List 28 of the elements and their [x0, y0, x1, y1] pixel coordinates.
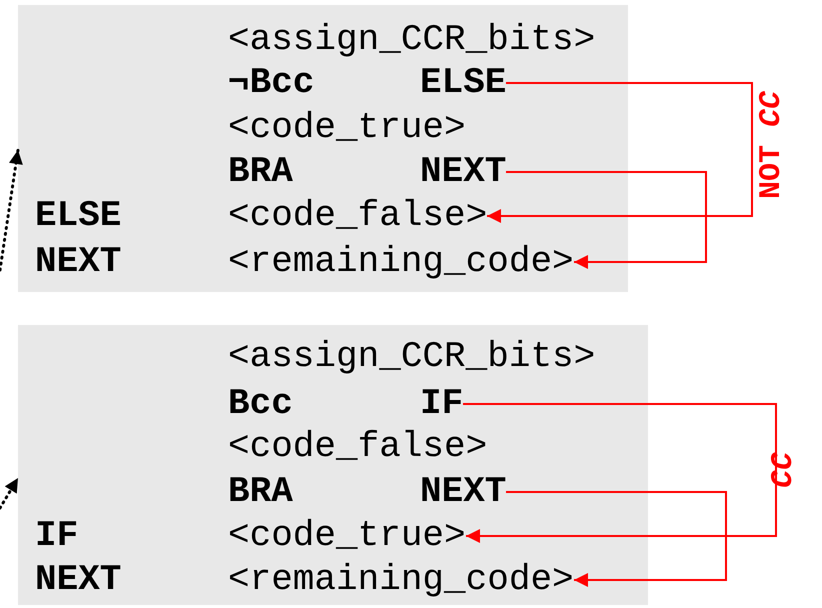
code-text: <remaining_code>: [228, 558, 574, 602]
code-text: <assign_CCR_bits>: [228, 335, 596, 379]
code-text: <remaining_code>: [228, 240, 574, 284]
code-text: <code_true>: [228, 106, 466, 150]
code-keyword: IF: [420, 382, 464, 426]
code-text: <code_false>: [228, 425, 488, 469]
code-panel: [18, 325, 648, 605]
code-keyword: IF: [35, 514, 78, 558]
arrow: [506, 171, 707, 269]
code-panel: [18, 5, 628, 292]
code-keyword: BRA: [228, 470, 293, 514]
code-keyword: NEXT: [35, 240, 122, 284]
arrow: [0, 148, 23, 272]
arrow: [0, 476, 20, 510]
code-keyword: ELSE: [35, 194, 122, 238]
code-text: <code_false>: [228, 194, 488, 238]
arrow: [487, 82, 753, 223]
code-text: <code_true>: [228, 514, 466, 558]
code-keyword: ELSE: [420, 61, 506, 105]
code-keyword: NEXT: [420, 150, 506, 194]
code-text: <assign_CCR_bits>: [228, 18, 596, 62]
code-keyword: BRA: [228, 150, 293, 194]
code-keyword: NEXT: [420, 470, 506, 514]
code-keyword: Bcc: [228, 382, 293, 426]
code-keyword: NEXT: [35, 558, 122, 602]
code-keyword: ¬Bcc: [228, 61, 314, 105]
arrow: [506, 491, 727, 587]
arrow: [463, 403, 777, 543]
